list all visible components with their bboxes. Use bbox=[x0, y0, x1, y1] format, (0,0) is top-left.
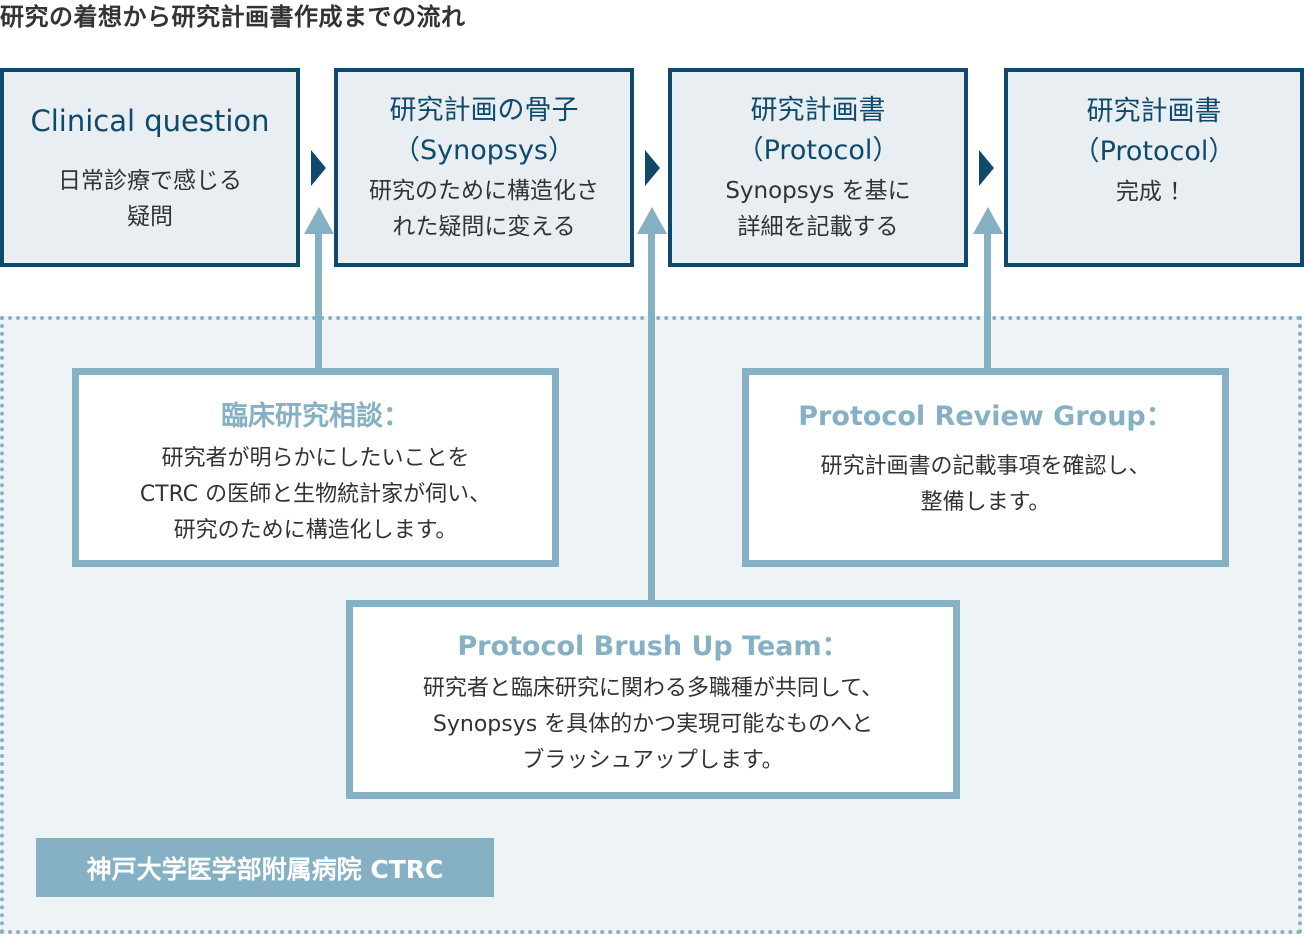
support-arrow-shaft bbox=[315, 230, 322, 370]
team-clinical-consultation: 臨床研究相談： 研究者が明らかにしたいことを CTRC の医師と生物統計家が伺い… bbox=[72, 368, 559, 567]
team-name: 臨床研究相談： bbox=[221, 401, 410, 432]
flow-arrow-right-icon bbox=[979, 150, 994, 186]
step-description: Synopsys を基に 詳細を記載する bbox=[725, 177, 911, 240]
step-heading: 研究計画書 （Protocol） bbox=[1072, 95, 1236, 167]
team-protocol-brush-up: Protocol Brush Up Team： 研究者と臨床研究に関わる多職種が… bbox=[346, 600, 960, 799]
step-heading: 研究計画の骨子 （Synopsys） bbox=[389, 94, 579, 166]
support-arrow-shaft bbox=[984, 230, 991, 370]
arrow-up-icon bbox=[973, 207, 1003, 234]
page-title: 研究の着想から研究計画書作成までの流れ bbox=[0, 3, 466, 31]
organization-label: 神戸大学医学部附属病院 CTRC bbox=[36, 838, 494, 897]
step-heading: Clinical question bbox=[30, 103, 270, 138]
step-synopsys: 研究計画の骨子 （Synopsys） 研究のために構造化さ れた疑問に変える bbox=[334, 68, 634, 267]
arrow-up-icon bbox=[637, 207, 667, 234]
step-protocol-complete: 研究計画書 （Protocol） 完成 ！ bbox=[1004, 68, 1304, 267]
team-description: 研究計画書の記載事項を確認し、 整備します。 bbox=[820, 454, 1151, 515]
team-protocol-review-group: Protocol Review Group： 研究計画書の記載事項を確認し、 整… bbox=[742, 368, 1229, 567]
team-name: Protocol Brush Up Team： bbox=[457, 631, 849, 662]
step-description: 完成 ！ bbox=[1115, 178, 1193, 205]
flow-arrow-right-icon bbox=[645, 150, 660, 186]
arrow-up-icon bbox=[304, 207, 334, 234]
flow-arrow-right-icon bbox=[311, 150, 326, 186]
step-protocol-draft: 研究計画書 （Protocol） Synopsys を基に 詳細を記載する bbox=[668, 68, 968, 267]
step-heading: 研究計画書 （Protocol） bbox=[736, 94, 900, 166]
step-description: 日常診療で感じる 疑問 bbox=[58, 167, 242, 230]
step-clinical-question: Clinical question 日常診療で感じる 疑問 bbox=[0, 68, 300, 267]
team-description: 研究者が明らかにしたいことを CTRC の医師と生物統計家が伺い、 研究のために… bbox=[139, 446, 492, 543]
support-arrow-shaft bbox=[648, 230, 655, 602]
team-description: 研究者と臨床研究に関わる多職種が共同して、 Synopsys を具体的かつ実現可… bbox=[422, 676, 884, 773]
team-name: Protocol Review Group： bbox=[798, 401, 1173, 432]
step-description: 研究のために構造化さ れた疑問に変える bbox=[369, 177, 599, 240]
